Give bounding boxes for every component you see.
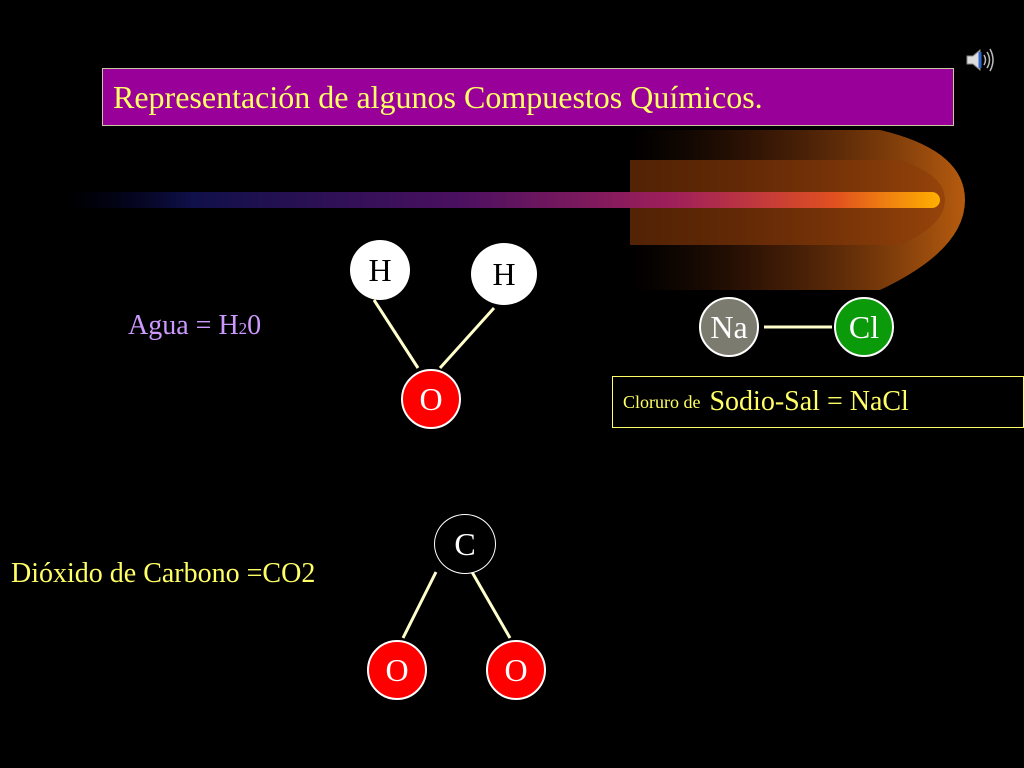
water-label: Agua = H20 — [128, 310, 262, 341]
co2-atom-c: C — [434, 514, 496, 574]
water-bond-right — [438, 306, 496, 370]
water-atom-h-left: H — [350, 240, 410, 300]
water-atom-o: O — [401, 369, 461, 429]
co2-bond-left — [401, 571, 438, 639]
nacl-atom-cl: Cl — [834, 297, 894, 357]
nacl-caption-big: Sodio-Sal = NaCl — [709, 386, 909, 417]
nacl-caption-small: Cloruro de — [623, 391, 701, 412]
co2-atom-o-left: O — [367, 640, 427, 700]
nacl-atom-na: Na — [699, 297, 759, 357]
slide-title: Representación de algunos Compuestos Quí… — [102, 68, 954, 126]
speaker-icon[interactable] — [964, 44, 996, 76]
co2-atom-o-right: O — [486, 640, 546, 700]
water-bond-left — [372, 299, 420, 369]
slide-title-text: Representación de algunos Compuestos Quí… — [113, 78, 763, 115]
co2-label: Dióxido de Carbono =CO2 — [11, 558, 316, 589]
co2-bond-right — [470, 571, 512, 639]
nacl-caption-box: Cloruro de Sodio-Sal = NaCl — [612, 376, 1024, 428]
water-atom-h-right: H — [471, 243, 537, 305]
